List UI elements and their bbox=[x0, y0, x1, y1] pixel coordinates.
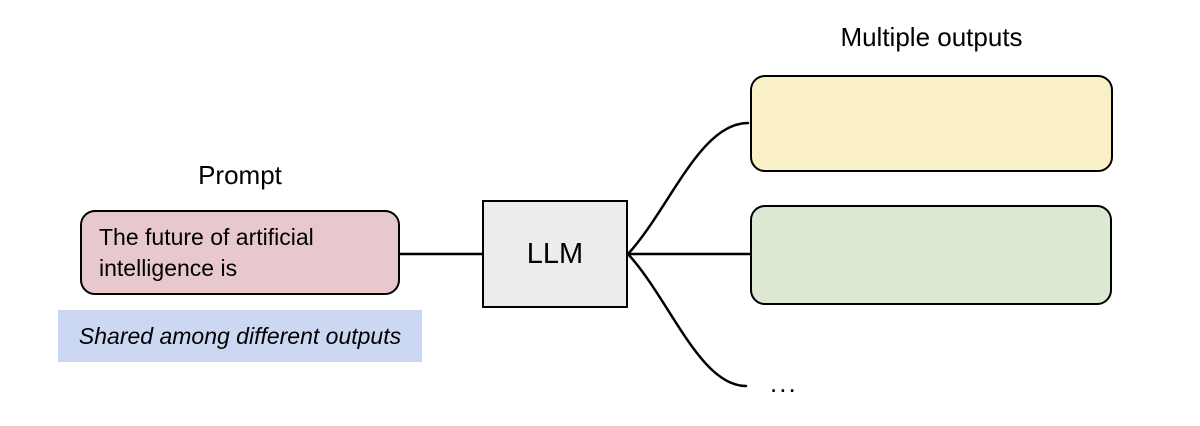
prompt-box-text: The future of artificial intelligence is bbox=[99, 223, 314, 281]
shared-note-text: Shared among different outputs bbox=[78, 322, 402, 349]
llm-box: LLM bbox=[482, 200, 628, 308]
multiple-outputs-title: Multiple outputs bbox=[840, 22, 1023, 52]
output-box-2 bbox=[750, 205, 1112, 305]
shared-note-highlight: Shared among different outputs bbox=[58, 310, 422, 362]
connector-llm-to-more-outputs bbox=[626, 252, 748, 388]
prompt-title: Prompt bbox=[198, 160, 282, 190]
prompt-box: The future of artificial intelligence is bbox=[80, 210, 400, 295]
more-outputs-ellipsis: ... bbox=[770, 368, 798, 398]
output-box-1 bbox=[750, 75, 1113, 172]
connector-llm-to-output-1 bbox=[626, 121, 750, 256]
